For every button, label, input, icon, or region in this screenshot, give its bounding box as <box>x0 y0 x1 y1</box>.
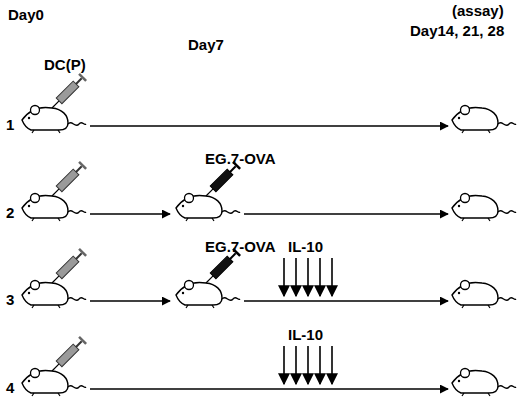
timeline-arrow <box>90 388 448 390</box>
day-label: Day14, 21, 28 <box>410 22 504 40</box>
treatment-label: EG.7-OVA <box>205 238 276 256</box>
mouse-icon <box>176 281 240 309</box>
syringe-dc <box>48 336 87 375</box>
mouse-icon <box>22 281 86 309</box>
treatment-label: EG.7-OVA <box>205 150 276 168</box>
timeline-arrow <box>90 125 448 127</box>
treatment-label: DC(P) <box>44 56 86 74</box>
mouse-icon <box>452 106 516 134</box>
syringe-dc <box>48 161 87 200</box>
mouse-icon <box>452 369 516 397</box>
mouse-icon <box>452 281 516 309</box>
timeline-arrow <box>90 213 170 215</box>
row-number: 1 <box>6 116 14 134</box>
mouse-icon <box>452 194 516 222</box>
row-number: 3 <box>6 291 14 309</box>
day-label: Day0 <box>8 6 44 24</box>
syringe-dc <box>48 73 87 112</box>
row-number: 2 <box>6 204 14 222</box>
mouse-icon <box>22 106 86 134</box>
injection-arrows <box>284 258 332 296</box>
row-number: 4 <box>6 379 14 397</box>
mouse-icon <box>22 194 86 222</box>
injection-arrows <box>284 346 332 384</box>
mouse-icon <box>176 194 240 222</box>
mouse-icon <box>22 369 86 397</box>
timeline-arrow <box>244 213 448 215</box>
day-label: Day7 <box>188 36 224 54</box>
assay-label: (assay) <box>452 2 504 20</box>
treatment-label: IL-10 <box>288 326 323 344</box>
timeline-arrow <box>90 300 170 302</box>
timeline-arrow <box>244 300 448 302</box>
syringe-dc <box>48 248 87 287</box>
treatment-label: IL-10 <box>288 238 323 256</box>
